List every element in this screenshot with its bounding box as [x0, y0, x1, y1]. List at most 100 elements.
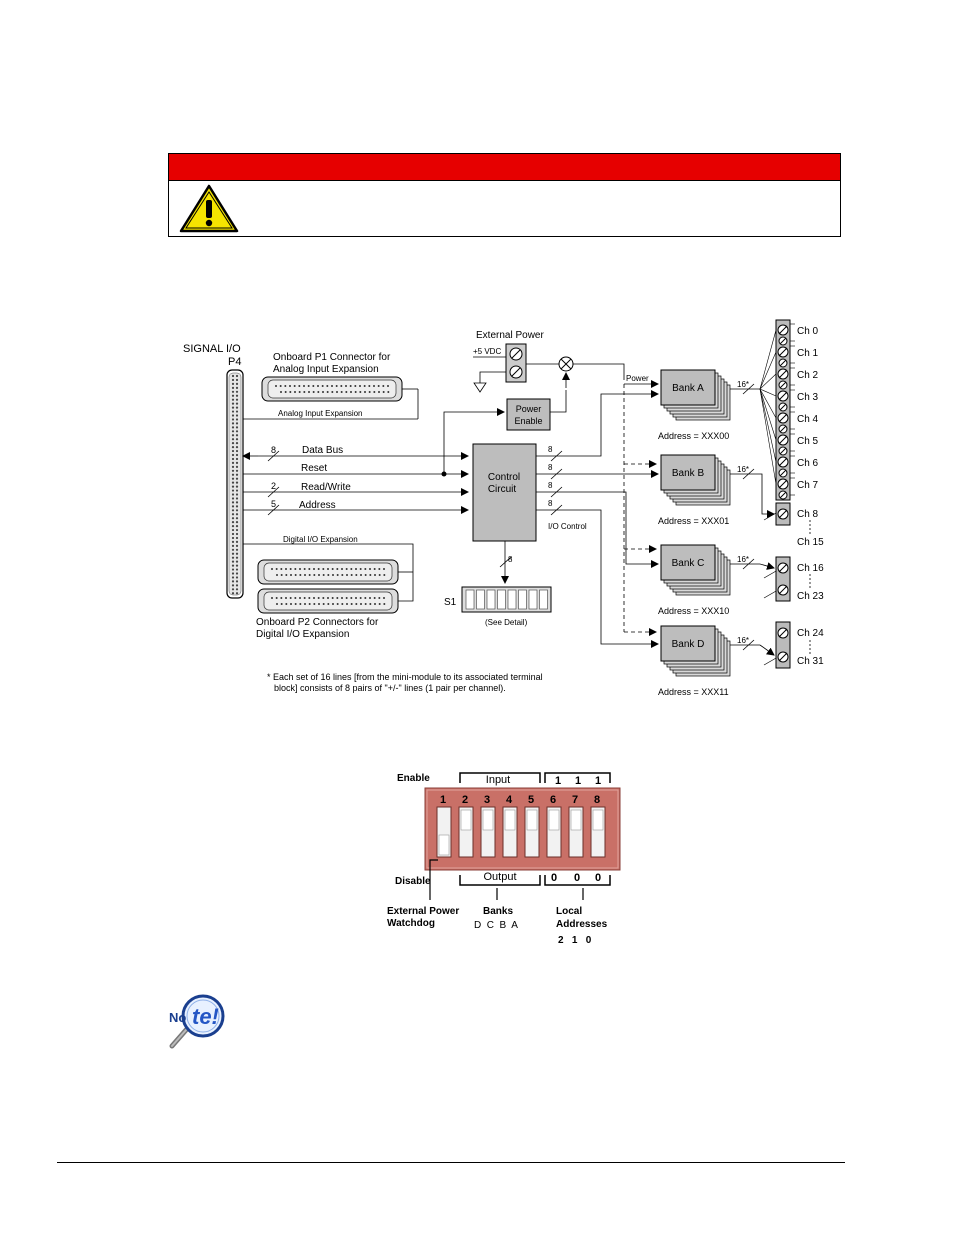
p4-connector: [226, 369, 244, 599]
svg-text:8: 8: [508, 555, 513, 564]
switch-number: 5: [528, 794, 534, 806]
p1-label-1: Onboard P1 Connector for: [273, 352, 391, 363]
p2-connector-2: [257, 588, 399, 614]
address-zero-bracket: [544, 875, 611, 886]
external-power-watchdog-1: External Power: [387, 906, 459, 917]
vdc-label: +5 VDC: [473, 347, 501, 356]
bank-name: Bank A: [672, 383, 704, 394]
svg-text:8: 8: [548, 481, 553, 490]
address-one-bracket: [544, 772, 611, 783]
banks-letters: D C B A: [474, 920, 518, 931]
p2-label-2: Digital I/O Expansion: [256, 629, 349, 640]
banks-label: Banks: [483, 906, 513, 917]
p2-label-1: Onboard P2 Connectors for: [256, 617, 379, 628]
control-circuit-block: Control Circuit: [472, 443, 537, 542]
read-write-label: Read/Write: [301, 482, 351, 493]
channel-label: Ch 5: [797, 436, 819, 447]
channel-label: Ch 4: [797, 414, 819, 425]
svg-text:8: 8: [548, 463, 553, 472]
power-enable-block: Power Enable: [506, 398, 551, 431]
ch15-label: Ch 15: [797, 537, 824, 548]
channel-label: Ch 0: [797, 326, 819, 337]
p2-connector-1: [257, 559, 399, 585]
ch31-label: Ch 31: [797, 656, 824, 667]
svg-text:No: No: [169, 1010, 186, 1025]
footer-rule: [57, 1162, 845, 1163]
svg-text:Power: Power: [516, 404, 542, 414]
p4-label: P4: [228, 356, 241, 368]
bus-width-label: 16*: [737, 555, 749, 564]
channel-label: Ch 7: [797, 480, 819, 491]
bus-width-label: 16*: [737, 636, 749, 645]
svg-text:1: 1: [575, 775, 581, 787]
svg-text:0: 0: [574, 872, 580, 884]
channel-label: Ch 6: [797, 458, 819, 469]
channel-label: Ch 2: [797, 370, 819, 381]
svg-text:te!: te!: [192, 1004, 219, 1029]
svg-text:0: 0: [551, 872, 557, 884]
p1-connector: [261, 376, 403, 402]
switch-number: 8: [594, 794, 600, 806]
disable-label: Disable: [395, 876, 431, 887]
svg-text:2: 2: [271, 481, 276, 491]
switch-toggle[interactable]: [438, 834, 450, 856]
footnote-line-1: * Each set of 16 lines [from the mini-mo…: [267, 672, 543, 682]
switch-toggle[interactable]: [526, 809, 538, 831]
svg-text:8: 8: [548, 499, 553, 508]
power-label: Power: [626, 374, 649, 383]
ch8-label: Ch 8: [797, 509, 819, 520]
enable-label: Enable: [397, 773, 430, 784]
svg-text:8: 8: [548, 445, 553, 454]
external-power-watchdog-2: Watchdog: [387, 918, 435, 929]
switch-toggle[interactable]: [482, 809, 494, 831]
bus-width-label: 16*: [737, 465, 749, 474]
switch-toggle[interactable]: [460, 809, 472, 831]
local-label: Local: [556, 906, 582, 917]
svg-text:Enable: Enable: [514, 416, 542, 426]
switch-toggle[interactable]: [548, 809, 560, 831]
input-label: Input: [486, 774, 510, 786]
bank-module-d: Bank D Address = XXX11 16*: [658, 625, 760, 697]
s1-switch: [461, 586, 552, 613]
switch-toggle[interactable]: [504, 809, 516, 831]
channel-label: Ch 3: [797, 392, 819, 403]
switch-toggle[interactable]: [592, 809, 604, 831]
input-bracket: [459, 772, 541, 783]
external-power-label: External Power: [476, 330, 544, 341]
bank-address: Address = XXX01: [658, 516, 729, 526]
terminal-block-ch8-15: [775, 502, 791, 526]
p1-label-2: Analog Input Expansion: [273, 364, 379, 375]
svg-text:Control: Control: [488, 472, 520, 483]
ch24-label: Ch 24: [797, 628, 824, 639]
addresses-label: Addresses: [556, 919, 608, 930]
svg-text:1: 1: [595, 775, 601, 787]
terminal-block-ch24-31: [775, 621, 791, 669]
channel-label: Ch 1: [797, 348, 819, 359]
s1-label: S1: [444, 597, 457, 608]
bank-name: Bank D: [672, 639, 705, 650]
signal-io-label: SIGNAL I/O: [183, 343, 241, 355]
digital-expansion-label: Digital I/O Expansion: [283, 535, 358, 544]
terminal-block-ch0-7: [775, 319, 791, 501]
footnote-line-2: block] consists of 8 pairs of "+/-" line…: [274, 683, 506, 693]
svg-text:8: 8: [271, 445, 276, 455]
io-control-label: I/O Control: [548, 522, 587, 531]
ch16-label: Ch 16: [797, 563, 824, 574]
switch-number: 3: [484, 794, 490, 806]
note-magnifier-icon: No te!: [169, 994, 225, 1049]
switch-number: 4: [506, 794, 513, 806]
bank-address: Address = XXX11: [658, 687, 729, 697]
warning-box: [168, 153, 841, 237]
ch23-label: Ch 23: [797, 591, 824, 602]
svg-text:5: 5: [271, 499, 276, 509]
bank-address: Address = XXX10: [658, 606, 729, 616]
switch-toggle[interactable]: [570, 809, 582, 831]
switch-number: 2: [462, 794, 468, 806]
data-bus-label: Data Bus: [302, 445, 343, 456]
see-detail-label: (See Detail): [485, 618, 528, 627]
local-address-bits: 2 1 0: [558, 935, 592, 946]
